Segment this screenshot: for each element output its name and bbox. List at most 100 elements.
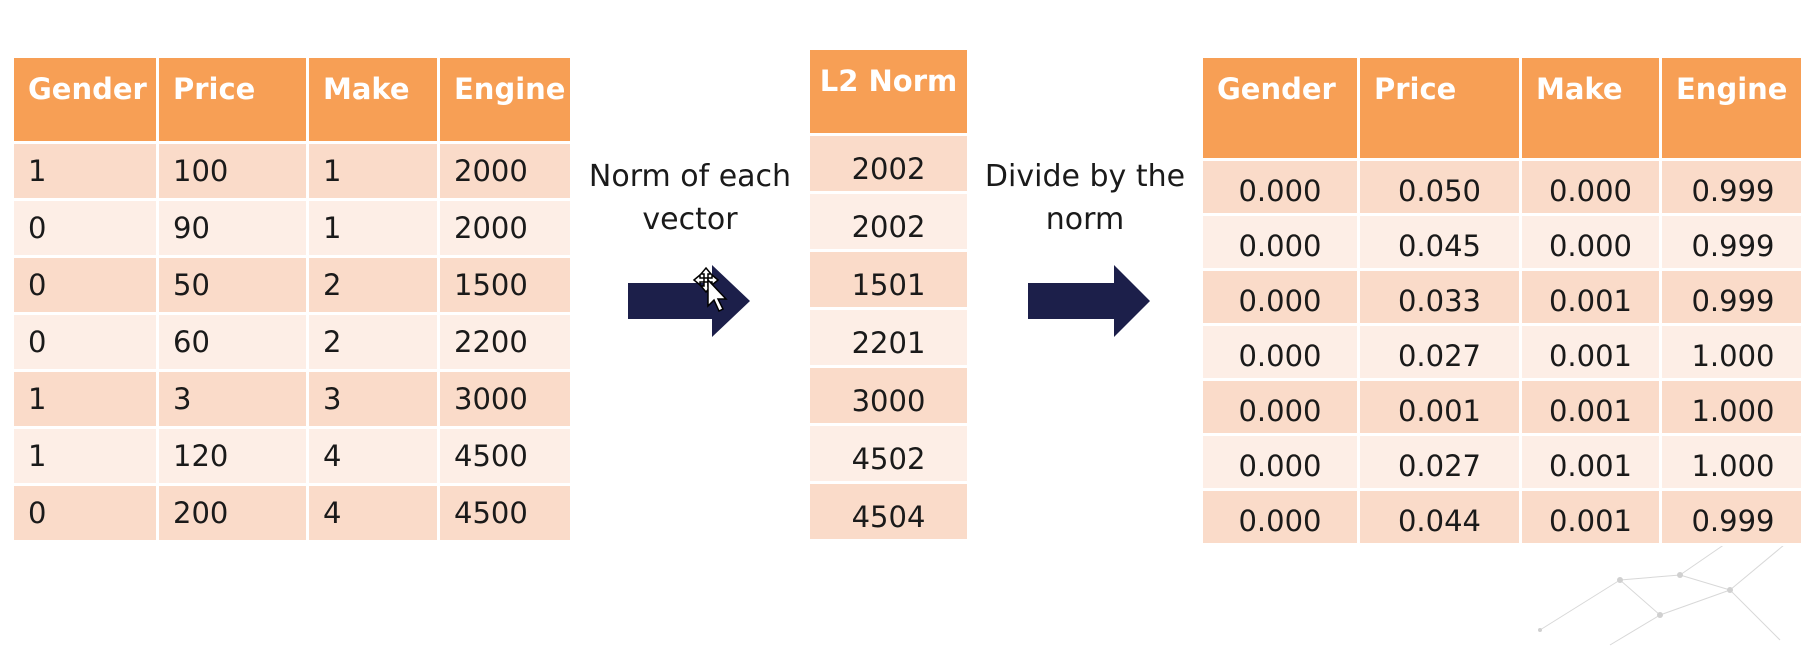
- table-cell: 0.000: [1200, 268, 1360, 326]
- network-decoration: [1538, 520, 1792, 646]
- table-row: 0.000 0.033 0.001 0.999: [1200, 268, 1801, 326]
- table-row: 0.000 0.050 0.000 0.999: [1200, 158, 1801, 216]
- table-cell: 0.999: [1659, 488, 1801, 546]
- table-row: 2002: [807, 133, 970, 194]
- table-cell: 0.001: [1519, 378, 1662, 436]
- input-header-make: Make: [306, 55, 440, 144]
- table-cell: 0.045: [1357, 213, 1522, 271]
- table-cell: 3: [306, 369, 440, 429]
- table-cell: 50: [156, 255, 309, 315]
- table-row: 2201: [807, 307, 970, 368]
- table-cell: 60: [156, 312, 309, 372]
- move-cursor-icon: [692, 266, 728, 313]
- divide-caption: Divide by the norm: [984, 159, 1186, 237]
- table-cell: 4500: [437, 426, 573, 486]
- table-cell: 0: [11, 483, 159, 543]
- table-row: 1 120 4 4500: [11, 426, 573, 486]
- table-cell: 3000: [437, 369, 573, 429]
- table-cell: 0.000: [1200, 158, 1360, 216]
- table-cell: 0.000: [1200, 433, 1360, 491]
- table-cell: 100: [156, 141, 309, 201]
- table-row: 1 3 3 3000: [11, 369, 573, 429]
- table-row: 0.000 0.045 0.000 0.999: [1200, 213, 1801, 271]
- table-cell: 2: [306, 312, 440, 372]
- table-cell: 1500: [437, 255, 573, 315]
- table-row: 0 200 4 4500: [11, 483, 573, 543]
- table-cell: 0.001: [1519, 268, 1662, 326]
- norm-value: 1501: [807, 249, 970, 310]
- table-cell: 0: [11, 198, 159, 258]
- table-row: 2002: [807, 191, 970, 252]
- table-cell: 0.001: [1519, 433, 1662, 491]
- table-row: 1501: [807, 249, 970, 310]
- table-cell: 0: [11, 255, 159, 315]
- table-cell: 90: [156, 198, 309, 258]
- table-cell: 4: [306, 426, 440, 486]
- norm-header: L2 Norm: [807, 47, 970, 136]
- table-cell: 3: [156, 369, 309, 429]
- table-row: 0.000 0.044 0.001 0.999: [1200, 488, 1801, 546]
- table-cell: 0.044: [1357, 488, 1522, 546]
- table-cell: 0.999: [1659, 268, 1801, 326]
- table-cell: 1.000: [1659, 323, 1801, 381]
- table-cell: 0.999: [1659, 213, 1801, 271]
- table-cell: 0.000: [1200, 323, 1360, 381]
- table-cell: 0.001: [1357, 378, 1522, 436]
- table-cell: 0.000: [1519, 213, 1662, 271]
- table-row: 4504: [807, 481, 970, 542]
- input-header-row: Gender Price Make Engine: [11, 55, 573, 144]
- table-cell: 0: [11, 312, 159, 372]
- table-cell: 2: [306, 255, 440, 315]
- table-cell: 2200: [437, 312, 573, 372]
- norm-caption: Norm of each vector: [588, 159, 792, 237]
- table-cell: 0.001: [1519, 323, 1662, 381]
- input-header-price: Price: [156, 55, 309, 144]
- table-cell: 4: [306, 483, 440, 543]
- input-header-gender: Gender: [11, 55, 159, 144]
- table-cell: 0.000: [1200, 488, 1360, 546]
- output-header-engine: Engine: [1659, 55, 1801, 161]
- table-cell: 1: [11, 426, 159, 486]
- table-cell: 0.033: [1357, 268, 1522, 326]
- norm-value: 3000: [807, 365, 970, 426]
- output-header-make: Make: [1519, 55, 1662, 161]
- table-cell: 0.001: [1519, 488, 1662, 546]
- table-cell: 0.027: [1357, 433, 1522, 491]
- right-arrow-icon: [1028, 265, 1150, 337]
- table-row: 0.000 0.027 0.001 1.000: [1200, 323, 1801, 381]
- table-row: 1 100 1 2000: [11, 141, 573, 201]
- table-row: 4502: [807, 423, 970, 484]
- right-arrow-icon: [628, 265, 750, 337]
- table-cell: 1.000: [1659, 378, 1801, 436]
- output-header-price: Price: [1357, 55, 1522, 161]
- table-cell: 1.000: [1659, 433, 1801, 491]
- norm-value: 2002: [807, 191, 970, 252]
- table-cell: 200: [156, 483, 309, 543]
- table-cell: 1: [11, 369, 159, 429]
- norm-table: L2 Norm 2002 2002 1501 2201 3000 4502 45…: [807, 47, 970, 542]
- output-header-gender: Gender: [1200, 55, 1360, 161]
- table-cell: 0.000: [1519, 158, 1662, 216]
- norm-value: 2201: [807, 307, 970, 368]
- norm-value: 2002: [807, 133, 970, 194]
- table-cell: 2000: [437, 198, 573, 258]
- norm-value: 4504: [807, 481, 970, 542]
- table-row: 0 60 2 2200: [11, 312, 573, 372]
- table-cell: 0.999: [1659, 158, 1801, 216]
- table-cell: 1: [306, 141, 440, 201]
- output-header-row: Gender Price Make Engine: [1200, 55, 1801, 161]
- table-cell: 120: [156, 426, 309, 486]
- output-table: Gender Price Make Engine 0.000 0.050 0.0…: [1200, 55, 1801, 546]
- input-header-engine: Engine: [437, 55, 573, 144]
- table-cell: 0.000: [1200, 378, 1360, 436]
- table-row: 0.000 0.001 0.001 1.000: [1200, 378, 1801, 436]
- norm-header-row: L2 Norm: [807, 47, 970, 136]
- table-row: 0 50 2 1500: [11, 255, 573, 315]
- table-row: 3000: [807, 365, 970, 426]
- table-cell: 0.000: [1200, 213, 1360, 271]
- norm-value: 4502: [807, 423, 970, 484]
- table-row: 0 90 1 2000: [11, 198, 573, 258]
- table-cell: 0.027: [1357, 323, 1522, 381]
- table-cell: 4500: [437, 483, 573, 543]
- input-table: Gender Price Make Engine 1 100 1 2000 0 …: [11, 55, 573, 543]
